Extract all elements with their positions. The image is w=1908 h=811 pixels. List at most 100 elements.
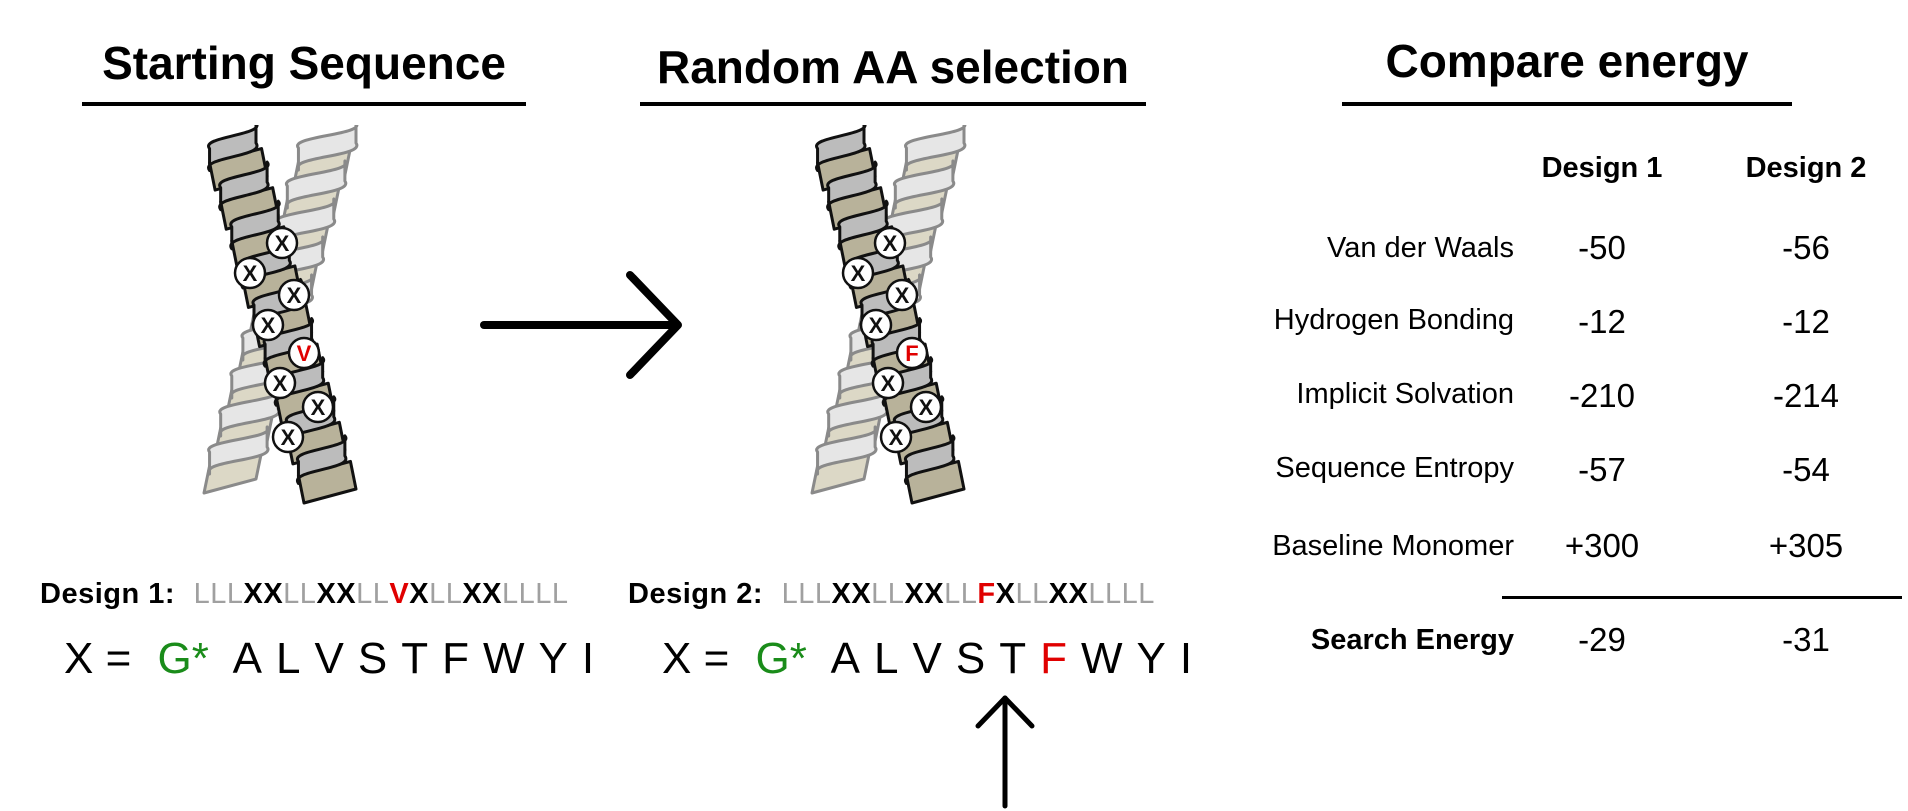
design1-label: Design 1:	[40, 578, 176, 610]
amino-acid-letter: W	[483, 634, 525, 683]
alphabet-prefix: X =	[662, 634, 730, 683]
svg-text:X: X	[883, 231, 898, 256]
compare-energy-title: Compare energy	[1385, 35, 1749, 87]
variable-position: XX	[1048, 578, 1089, 610]
residue-marker: X	[301, 390, 335, 424]
design2-label: Design 2:	[628, 578, 764, 610]
row-label-hbond: Hydrogen Bonding	[1273, 304, 1514, 336]
variable-position: XX	[462, 578, 503, 610]
amino-acid-letter: S	[357, 634, 388, 683]
amino-acid-letter: L	[276, 634, 301, 683]
value-vdw-d2: -56	[1782, 229, 1830, 266]
leucine-flank: LL	[283, 578, 317, 610]
residue-marker: X	[885, 278, 919, 312]
glycine-star: G*	[755, 634, 807, 683]
residue-marker: X	[265, 226, 299, 260]
residue-marker: X	[909, 390, 943, 424]
design2-sequence: Design 2: LLLXXLLXXLLFXLLXXLLLL	[628, 578, 1155, 611]
amino-acid-letter: V	[314, 634, 344, 683]
row-label-solvation: Implicit Solvation	[1296, 378, 1514, 410]
leucine-flank: LL	[1015, 578, 1049, 610]
row-label-vdw: Van der Waals	[1327, 232, 1514, 264]
residue-marker: V	[287, 336, 321, 370]
leucine-flank: LLL	[193, 578, 244, 610]
residue-marker: X	[859, 308, 893, 342]
amino-acid-letter: A	[830, 634, 861, 683]
leucine-flank: LL	[356, 578, 390, 610]
amino-acid-letter: V	[912, 634, 942, 683]
svg-text:X: X	[243, 261, 258, 286]
column-header-design2: Design 2	[1745, 152, 1867, 184]
amino-acid-letter: I	[581, 634, 595, 683]
column-header-design1: Design 1	[1541, 152, 1663, 184]
random-aa-selection-underline	[640, 102, 1146, 106]
svg-text:X: X	[275, 231, 290, 256]
total-divider	[1502, 596, 1902, 599]
leucine-flank: LLLL	[502, 578, 569, 610]
residue-marker: X	[251, 308, 285, 342]
residue-marker: X	[841, 256, 875, 290]
svg-text:X: X	[287, 283, 302, 308]
svg-text:X: X	[273, 371, 288, 396]
compare-energy-underline	[1342, 102, 1792, 106]
value-entropy-d2: -54	[1782, 451, 1830, 488]
starting-sequence-underline	[82, 102, 526, 106]
value-search-energy-d1: -29	[1578, 621, 1626, 658]
amino-acid-letter: Y	[538, 634, 568, 683]
svg-text:X: X	[919, 395, 934, 420]
mutated-position: V	[389, 578, 410, 610]
residue-marker: X	[263, 366, 297, 400]
variable-position: XX	[831, 578, 872, 610]
leucine-flank: LL	[429, 578, 463, 610]
starting-sequence-title: Starting Sequence	[102, 37, 506, 89]
amino-acid-letter: A	[232, 634, 263, 683]
amino-acid-letter: I	[1179, 634, 1193, 683]
svg-text:X: X	[881, 371, 896, 396]
residue-marker: X	[277, 278, 311, 312]
svg-text:X: X	[895, 283, 910, 308]
residue-marker: F	[895, 336, 929, 370]
amino-acid-letter: F	[1040, 634, 1068, 683]
svg-text:X: X	[851, 261, 866, 286]
amino-acid-letter: L	[874, 634, 899, 683]
row-label-search-energy: Search Energy	[1310, 624, 1514, 656]
residue-marker: X	[873, 226, 907, 260]
row-label-baseline: Baseline Monomer	[1272, 530, 1514, 562]
value-baseline-d1: +300	[1564, 527, 1640, 564]
amino-acid-letter: S	[955, 634, 986, 683]
svg-text:X: X	[281, 425, 296, 450]
variable-position: X	[409, 578, 430, 610]
residue-marker: X	[871, 366, 905, 400]
mutated-position: F	[977, 578, 996, 610]
right-arrow	[480, 271, 682, 379]
svg-text:X: X	[889, 425, 904, 450]
value-solvation-d2: -214	[1772, 377, 1840, 414]
value-vdw-d1: -50	[1578, 229, 1626, 266]
variable-position: XX	[243, 578, 284, 610]
value-baseline-d2: +305	[1768, 527, 1844, 564]
random-aa-selection-title: Random AA selection	[657, 41, 1129, 93]
alphabet-prefix: X =	[64, 634, 132, 683]
variable-position: XX	[316, 578, 357, 610]
value-search-energy-d2: -31	[1782, 621, 1830, 658]
glycine-star: G*	[157, 634, 209, 683]
svg-text:X: X	[311, 395, 326, 420]
amino-acid-letter: T	[999, 634, 1027, 683]
svg-text:X: X	[261, 313, 276, 338]
svg-text:F: F	[905, 341, 918, 366]
design1-sequence: Design 1: LLLXXLLXXLLVXLLXXLLLL	[40, 578, 569, 611]
value-hbond-d1: -12	[1578, 303, 1626, 340]
value-solvation-d1: -210	[1568, 377, 1636, 414]
leucine-flank: LL	[944, 578, 978, 610]
residue-marker: X	[879, 420, 913, 454]
leucine-flank: LLLL	[1088, 578, 1155, 610]
amino-acid-letter: Y	[1136, 634, 1166, 683]
svg-text:X: X	[869, 313, 884, 338]
leucine-flank: LL	[871, 578, 905, 610]
leucine-flank: LLL	[781, 578, 832, 610]
amino-acid-letter: F	[442, 634, 470, 683]
